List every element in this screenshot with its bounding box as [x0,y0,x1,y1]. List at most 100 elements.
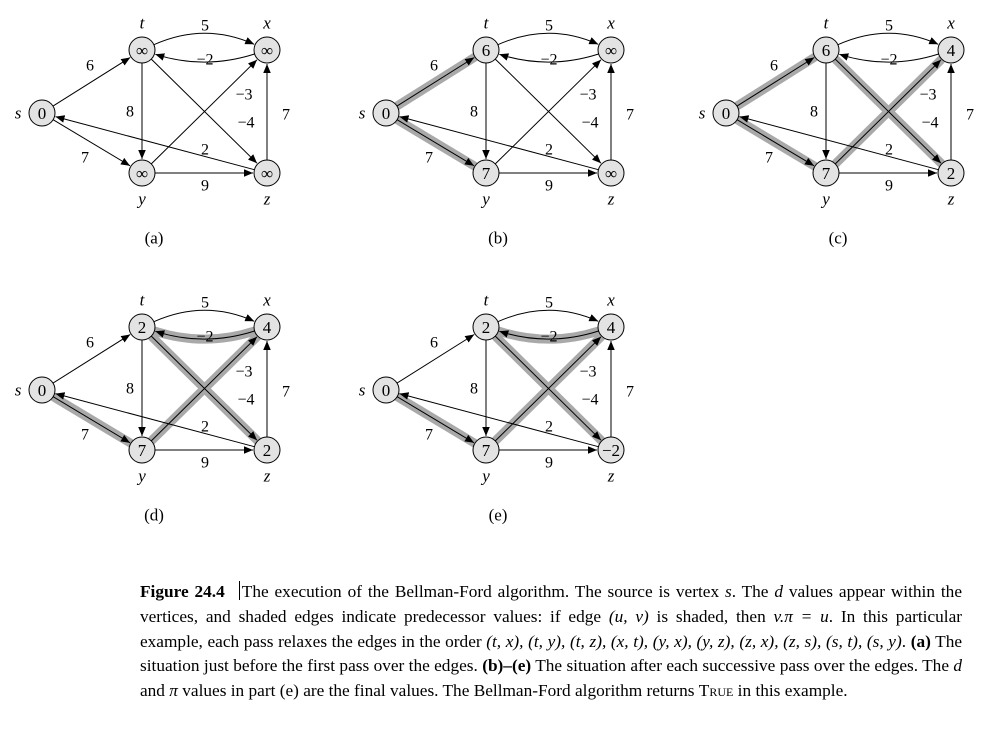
edge-weight-t-z: −4 [581,115,598,132]
edge-weight-x-t: −2 [196,329,213,346]
edge-weight-z-x: 7 [966,107,974,124]
vertex-z [253,436,281,464]
panel-label: (b) [488,229,508,248]
edge-t-x [497,309,599,323]
edge-weight-s-y: 7 [425,427,433,444]
edge-weight-t-z: −4 [921,115,938,132]
vertex-z-distance: ∞ [261,164,273,183]
edge-weight-z-x: 7 [626,107,634,124]
edge-weight-y-z: 9 [885,178,893,195]
panel-label: (c) [829,229,848,248]
edge-x-t [499,53,599,63]
vertex-z-name: z [263,467,271,486]
vertex-x-name: x [946,14,955,33]
edge-weight-t-y: 8 [810,104,818,121]
edge-weight-s-y: 7 [425,150,433,167]
edge-weight-z-x: 7 [626,384,634,401]
vertex-x-name: x [262,291,271,310]
edge-weight-t-y: 8 [470,381,478,398]
vertex-x [597,36,625,64]
edge-z-s [399,392,599,448]
vertex-y [472,159,500,187]
edge-weight-y-z: 9 [545,178,553,195]
vertex-x-distance: ∞ [261,41,273,60]
caption-segment: True [698,681,734,701]
text-cursor [238,581,240,600]
edge-t-x [837,32,939,46]
vertex-t-name: t [484,14,490,33]
edge-s-y [52,396,131,444]
edge-t-x [497,32,599,46]
bellman-ford-diagram: 5−2678−4−39720s∞t∞x∞y∞z(a)5−2678−4−39720… [15,14,974,525]
edge-z-s [739,115,939,171]
caption-segment: The situation after each successive pass… [531,656,954,676]
edge-weight-t-x: 5 [201,295,209,312]
edge-weight-t-x: 5 [885,18,893,35]
vertex-x-distance: 4 [263,318,272,337]
vertex-x [253,313,281,341]
caption-segment: v.π = u [773,606,829,626]
vertex-x [597,313,625,341]
edge-z-s [399,115,599,171]
caption-segment: . In this particular example, each pass … [140,606,963,651]
edge-weight-x-t: −2 [540,52,557,69]
vertex-t [472,36,500,64]
vertex-y-name: y [820,190,830,209]
figure-number: Figure 24.4 [140,582,225,601]
vertex-y [128,159,156,187]
vertex-z-name: z [947,190,955,209]
vertex-t-name: t [140,14,146,33]
vertex-t-distance: ∞ [136,41,148,60]
vertex-z-name: z [607,467,615,486]
caption-segment: (a) [910,631,931,651]
edge-weight-t-x: 5 [545,295,553,312]
edge-s-t [736,57,815,107]
vertex-y-distance: 7 [138,441,147,460]
vertex-x-name: x [262,14,271,33]
vertex-s-name: s [359,381,366,400]
edge-weight-z-s: 2 [201,142,209,159]
vertex-s [372,99,400,127]
edge-s-y [396,119,475,167]
edge-s-t [396,57,475,107]
caption-segment: d [953,656,963,676]
edge-s-y [52,119,131,167]
edge-weight-y-x: −3 [235,87,252,104]
vertex-y [472,436,500,464]
vertex-t-name: t [824,14,830,33]
edge-weight-s-t: 6 [430,335,438,352]
vertex-s [28,99,56,127]
edge-weight-z-x: 7 [282,384,290,401]
edge-weight-s-t: 6 [86,335,94,352]
edge-s-t [52,57,131,107]
vertex-z-distance: 2 [947,164,956,183]
caption-segment: π [169,681,178,701]
vertex-z [597,436,625,464]
caption-segment: The situation just before the first pass… [140,631,963,676]
caption-segment: is shaded, then [648,606,774,626]
edge-weight-x-t: −2 [880,52,897,69]
edge-weight-t-x: 5 [545,18,553,35]
vertex-z [937,159,965,187]
edge-s-y [396,396,475,444]
vertex-z-name: z [263,190,271,209]
vertex-y [812,159,840,187]
caption-segment: d [774,582,783,601]
vertex-t-name: t [140,291,146,310]
edge-t-x [153,32,255,46]
edge-x-t [155,53,255,63]
vertex-x [253,36,281,64]
edge-weight-t-z: −4 [237,115,254,132]
vertex-y-distance: 7 [482,441,491,460]
vertex-x-distance: 4 [947,41,956,60]
edge-z-s [55,115,255,171]
edge-weight-t-z: −4 [237,392,254,409]
vertex-z-name: z [607,190,615,209]
vertex-t-distance: 2 [482,318,491,337]
edge-weight-t-y: 8 [470,104,478,121]
vertex-s [372,376,400,404]
